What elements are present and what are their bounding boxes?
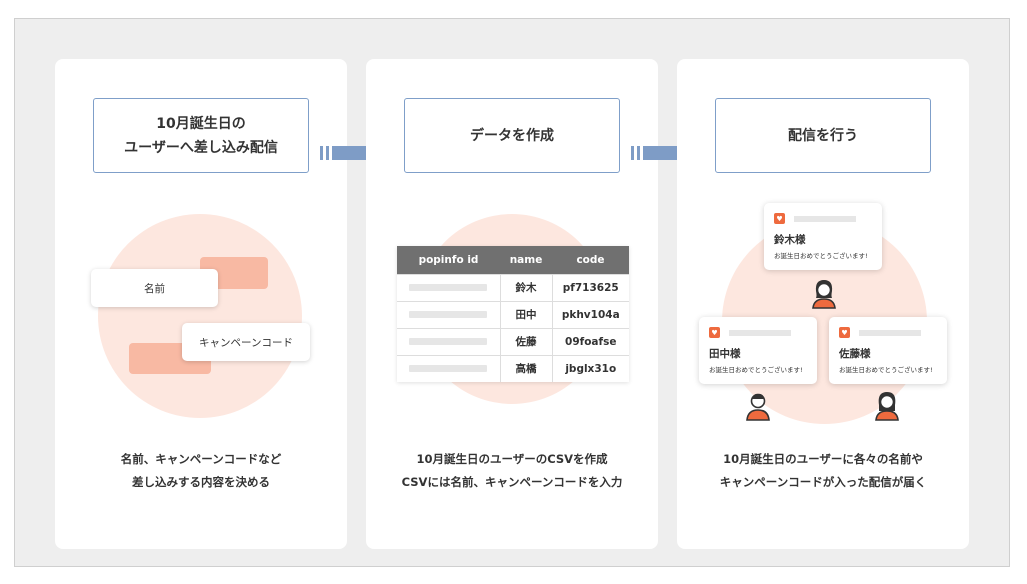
table-cell-name: 田中 xyxy=(499,300,553,328)
step-1-title-line1: 10月誕生日の xyxy=(156,115,246,132)
notification-message: お誕生日おめでとうございます! xyxy=(709,366,803,374)
notification-card: ♥ 佐藤様 お誕生日おめでとうございます! xyxy=(829,317,947,384)
table-row: 田中 pkhv104a xyxy=(397,300,629,328)
placeholder-bar xyxy=(729,330,791,336)
person-icon xyxy=(746,393,770,421)
table-cell-name: 高橋 xyxy=(499,354,553,382)
step-1-caption: 名前、キャンペーンコードなど 差し込みする内容を決める xyxy=(55,448,347,494)
notification-name: 田中様 xyxy=(709,348,741,360)
table-cell-name: 佐藤 xyxy=(499,327,553,355)
placeholder-bar xyxy=(794,216,856,222)
step-2-caption-line1: 10月誕生日のユーザーのCSVを作成 xyxy=(416,452,608,466)
step-3-title: 配信を行う xyxy=(715,98,931,173)
step-1-caption-line1: 名前、キャンペーンコードなど xyxy=(120,452,282,466)
table-row: 高橋 jbglx31o xyxy=(397,354,629,382)
table-row: 鈴木 pf713625 xyxy=(397,273,629,301)
step-1-title: 10月誕生日の ユーザーへ差し込み配信 xyxy=(93,98,309,173)
step-2-title: データを作成 xyxy=(404,98,620,173)
step-3-caption-line2: キャンペーンコードが入った配信が届く xyxy=(719,475,927,489)
person-icon xyxy=(875,392,899,421)
app-logo-icon: ♥ xyxy=(774,213,785,224)
step-panel-3: 配信を行う ♥ 鈴木様 お誕生日おめでとうございます! ♥ 田中様 お誕生日おめ… xyxy=(677,59,969,549)
step-2-title-line1: データを作成 xyxy=(470,127,554,144)
diagram-frame: 10月誕生日の ユーザーへ差し込み配信 名前 キャンペーンコード 名前、キャンペ… xyxy=(14,18,1010,567)
table-cell-code: 09foafse xyxy=(552,327,629,355)
placeholder-bar xyxy=(859,330,921,336)
app-logo-icon: ♥ xyxy=(709,327,720,338)
background-circle xyxy=(98,214,302,418)
csv-data-table: popinfo id name code 鈴木 pf713625 田中 pkhv… xyxy=(397,246,629,382)
table-cell-code: jbglx31o xyxy=(552,354,629,382)
table-header-id: popinfo id xyxy=(397,246,500,274)
step-3-title-line1: 配信を行う xyxy=(788,127,858,144)
notification-name: 鈴木様 xyxy=(774,234,806,246)
table-header-code: code xyxy=(552,246,629,274)
table-row: 佐藤 09foafse xyxy=(397,327,629,355)
step-3-caption: 10月誕生日のユーザーに各々の名前や キャンペーンコードが入った配信が届く xyxy=(677,448,969,494)
id-placeholder-bar xyxy=(409,365,488,373)
app-logo-icon: ♥ xyxy=(839,327,850,338)
id-placeholder-bar xyxy=(409,284,488,291)
step-1-title-line2: ユーザーへ差し込み配信 xyxy=(124,139,278,156)
field-campaign-code-card: キャンペーンコード xyxy=(182,323,310,361)
table-cell-code: pkhv104a xyxy=(552,300,629,328)
field-name-card: 名前 xyxy=(91,269,218,307)
step-2-caption: 10月誕生日のユーザーのCSVを作成 CSVには名前、キャンペーンコードを入力 xyxy=(366,448,658,494)
table-header-name: name xyxy=(500,246,552,274)
table-cell-name: 鈴木 xyxy=(499,273,553,301)
notification-card: ♥ 田中様 お誕生日おめでとうございます! xyxy=(699,317,817,384)
table-cell-code: pf713625 xyxy=(552,273,629,301)
notification-card: ♥ 鈴木様 お誕生日おめでとうございます! xyxy=(764,203,882,270)
step-1-caption-line2: 差し込みする内容を決める xyxy=(132,475,270,489)
id-placeholder-bar xyxy=(409,338,488,345)
step-3-caption-line1: 10月誕生日のユーザーに各々の名前や xyxy=(723,452,923,466)
step-panel-2: データを作成 popinfo id name code 鈴木 pf713625 xyxy=(366,59,658,549)
notification-message: お誕生日おめでとうございます! xyxy=(774,252,868,260)
person-icon xyxy=(812,280,836,309)
table-header-row: popinfo id name code xyxy=(397,246,629,274)
notification-name: 佐藤様 xyxy=(839,348,871,360)
step-2-caption-line2: CSVには名前、キャンペーンコードを入力 xyxy=(401,475,623,489)
id-placeholder-bar xyxy=(409,311,488,318)
field-name-label: 名前 xyxy=(144,282,165,295)
field-campaign-code-label: キャンペーンコード xyxy=(199,336,293,349)
step-panel-1: 10月誕生日の ユーザーへ差し込み配信 名前 キャンペーンコード 名前、キャンペ… xyxy=(55,59,347,549)
notification-message: お誕生日おめでとうございます! xyxy=(839,366,933,374)
